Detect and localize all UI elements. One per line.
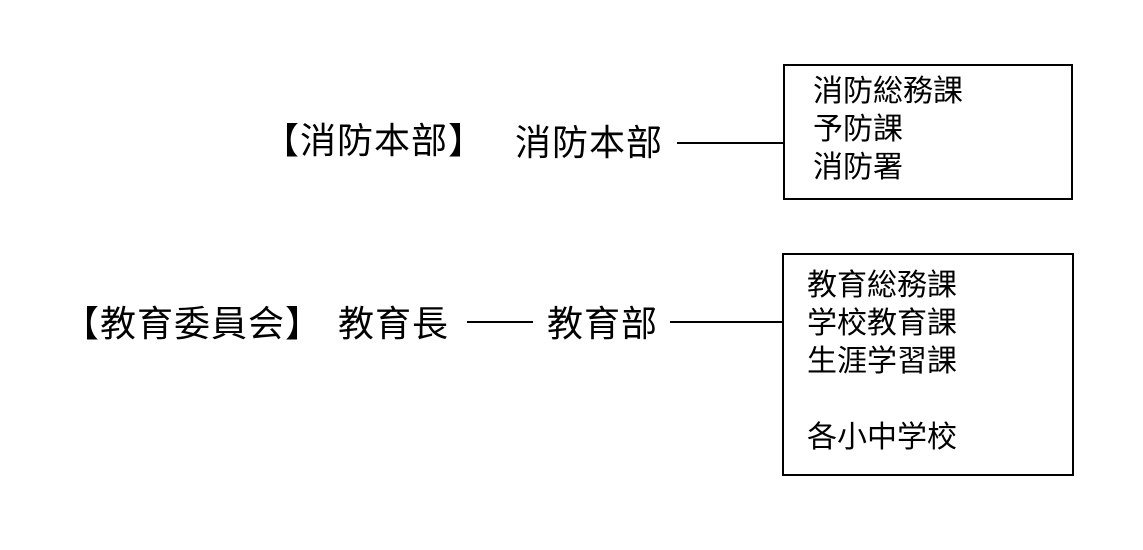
education-divisions-box: 教育総務課 学校教育課 生涯学習課 各小中学校 <box>782 253 1074 476</box>
fire-box-line: 消防総務課 <box>813 75 963 108</box>
fire-node-label: 消防本部 <box>515 122 664 163</box>
education-head-label: 教育長 <box>338 303 450 344</box>
fire-divisions-box: 消防総務課 予防課 消防署 <box>783 64 1073 200</box>
education-box-line-blank <box>807 381 1064 419</box>
education-box-line: 教育総務課 <box>807 269 957 302</box>
fire-box-line: 消防署 <box>813 151 903 184</box>
education-box-line: 学校教育課 <box>807 307 957 340</box>
education-category-label: 【教育委員会】 <box>63 303 323 344</box>
fire-connector-line <box>677 142 783 144</box>
education-box-line: 生涯学習課 <box>807 345 957 378</box>
fire-box-line: 予防課 <box>813 113 903 146</box>
fire-category-label: 【消防本部】 <box>263 120 486 161</box>
education-box-line: 各小中学校 <box>807 421 957 454</box>
education-connector-line-1 <box>467 321 533 323</box>
education-dept-label: 教育部 <box>547 303 659 344</box>
education-connector-line-2 <box>670 321 784 323</box>
